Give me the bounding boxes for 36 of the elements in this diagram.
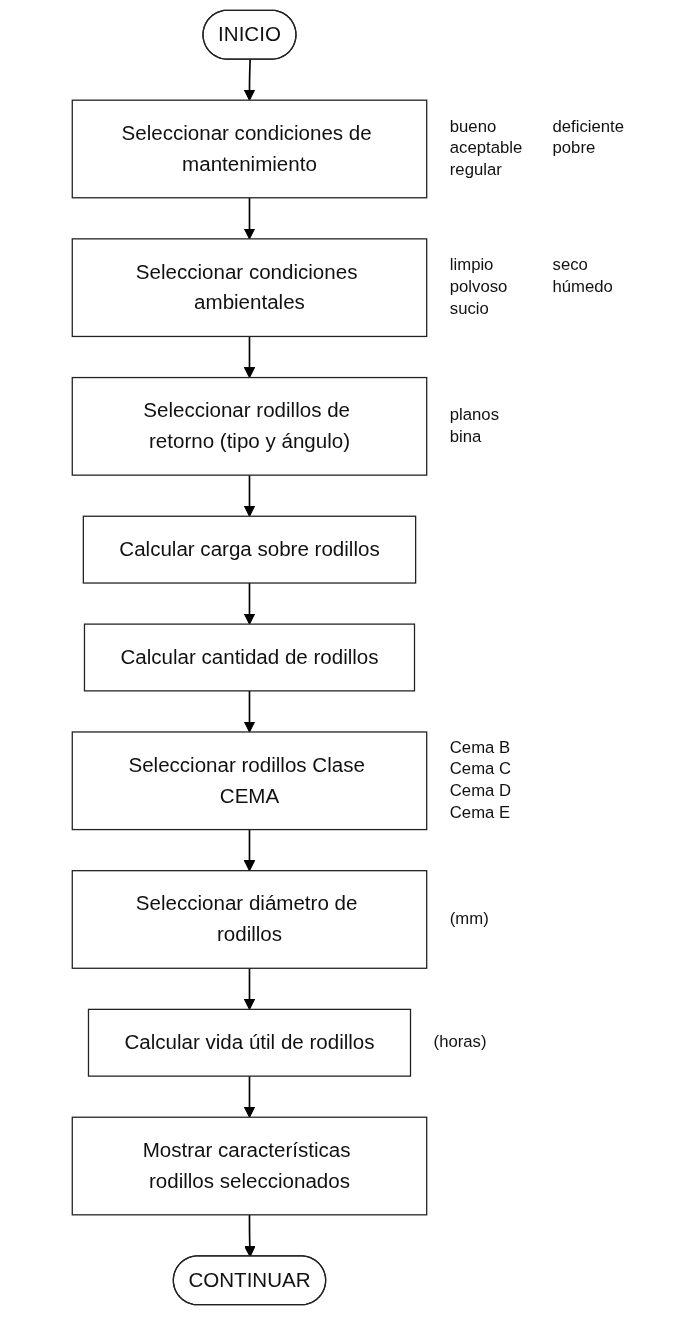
- option-label: deficiente: [552, 116, 625, 136]
- node-box: Seleccionar condiciones de mantenimiento: [72, 99, 428, 199]
- arrow: [244, 335, 256, 379]
- option-label: (mm): [450, 908, 490, 928]
- node-box: Calcular cantidad de rodillos: [84, 623, 416, 692]
- option-label: Cema B: [450, 737, 511, 757]
- option-label: Cema C: [450, 759, 512, 779]
- option-label: bueno: [450, 116, 497, 136]
- option-label: regular: [450, 160, 503, 180]
- option-label: limpio: [450, 255, 494, 275]
- option-label: sucio: [450, 299, 490, 318]
- arrow: [244, 58, 256, 101]
- node-box: Seleccionar rodillos de retorno (tipo y ángulo): [72, 376, 428, 476]
- option-label: polvoso: [450, 277, 508, 297]
- arrow: [244, 582, 256, 625]
- node-box: Mostrar características rodillos seleccionados: [72, 1116, 428, 1216]
- option-label: (horas): [433, 1032, 487, 1052]
- option-label: aceptable: [450, 138, 523, 158]
- node-box: Seleccionar condiciones ambientales: [72, 238, 428, 338]
- option-label: húmedo: [552, 277, 614, 297]
- option-label: Cema D: [450, 781, 512, 801]
- arrow: [244, 196, 256, 240]
- arrow: [244, 1075, 256, 1118]
- option-label: pobre: [552, 138, 596, 158]
- node-box: Calcular vida útil de rodillos: [88, 1008, 412, 1077]
- option-label: planos: [450, 404, 500, 424]
- option-label: bina: [450, 426, 482, 446]
- arrow: [244, 828, 256, 872]
- option-label: Cema E: [450, 803, 511, 822]
- arrow: [244, 967, 256, 1010]
- node-box: Seleccionar diámetro de rodillos: [72, 870, 428, 969]
- option-label: seco: [552, 255, 589, 275]
- arrow: [244, 690, 256, 733]
- arrow: [244, 474, 256, 517]
- node-box: Calcular carga sobre rodillos: [83, 515, 417, 584]
- node-box: Seleccionar rodillos Clase CEMA: [72, 731, 428, 831]
